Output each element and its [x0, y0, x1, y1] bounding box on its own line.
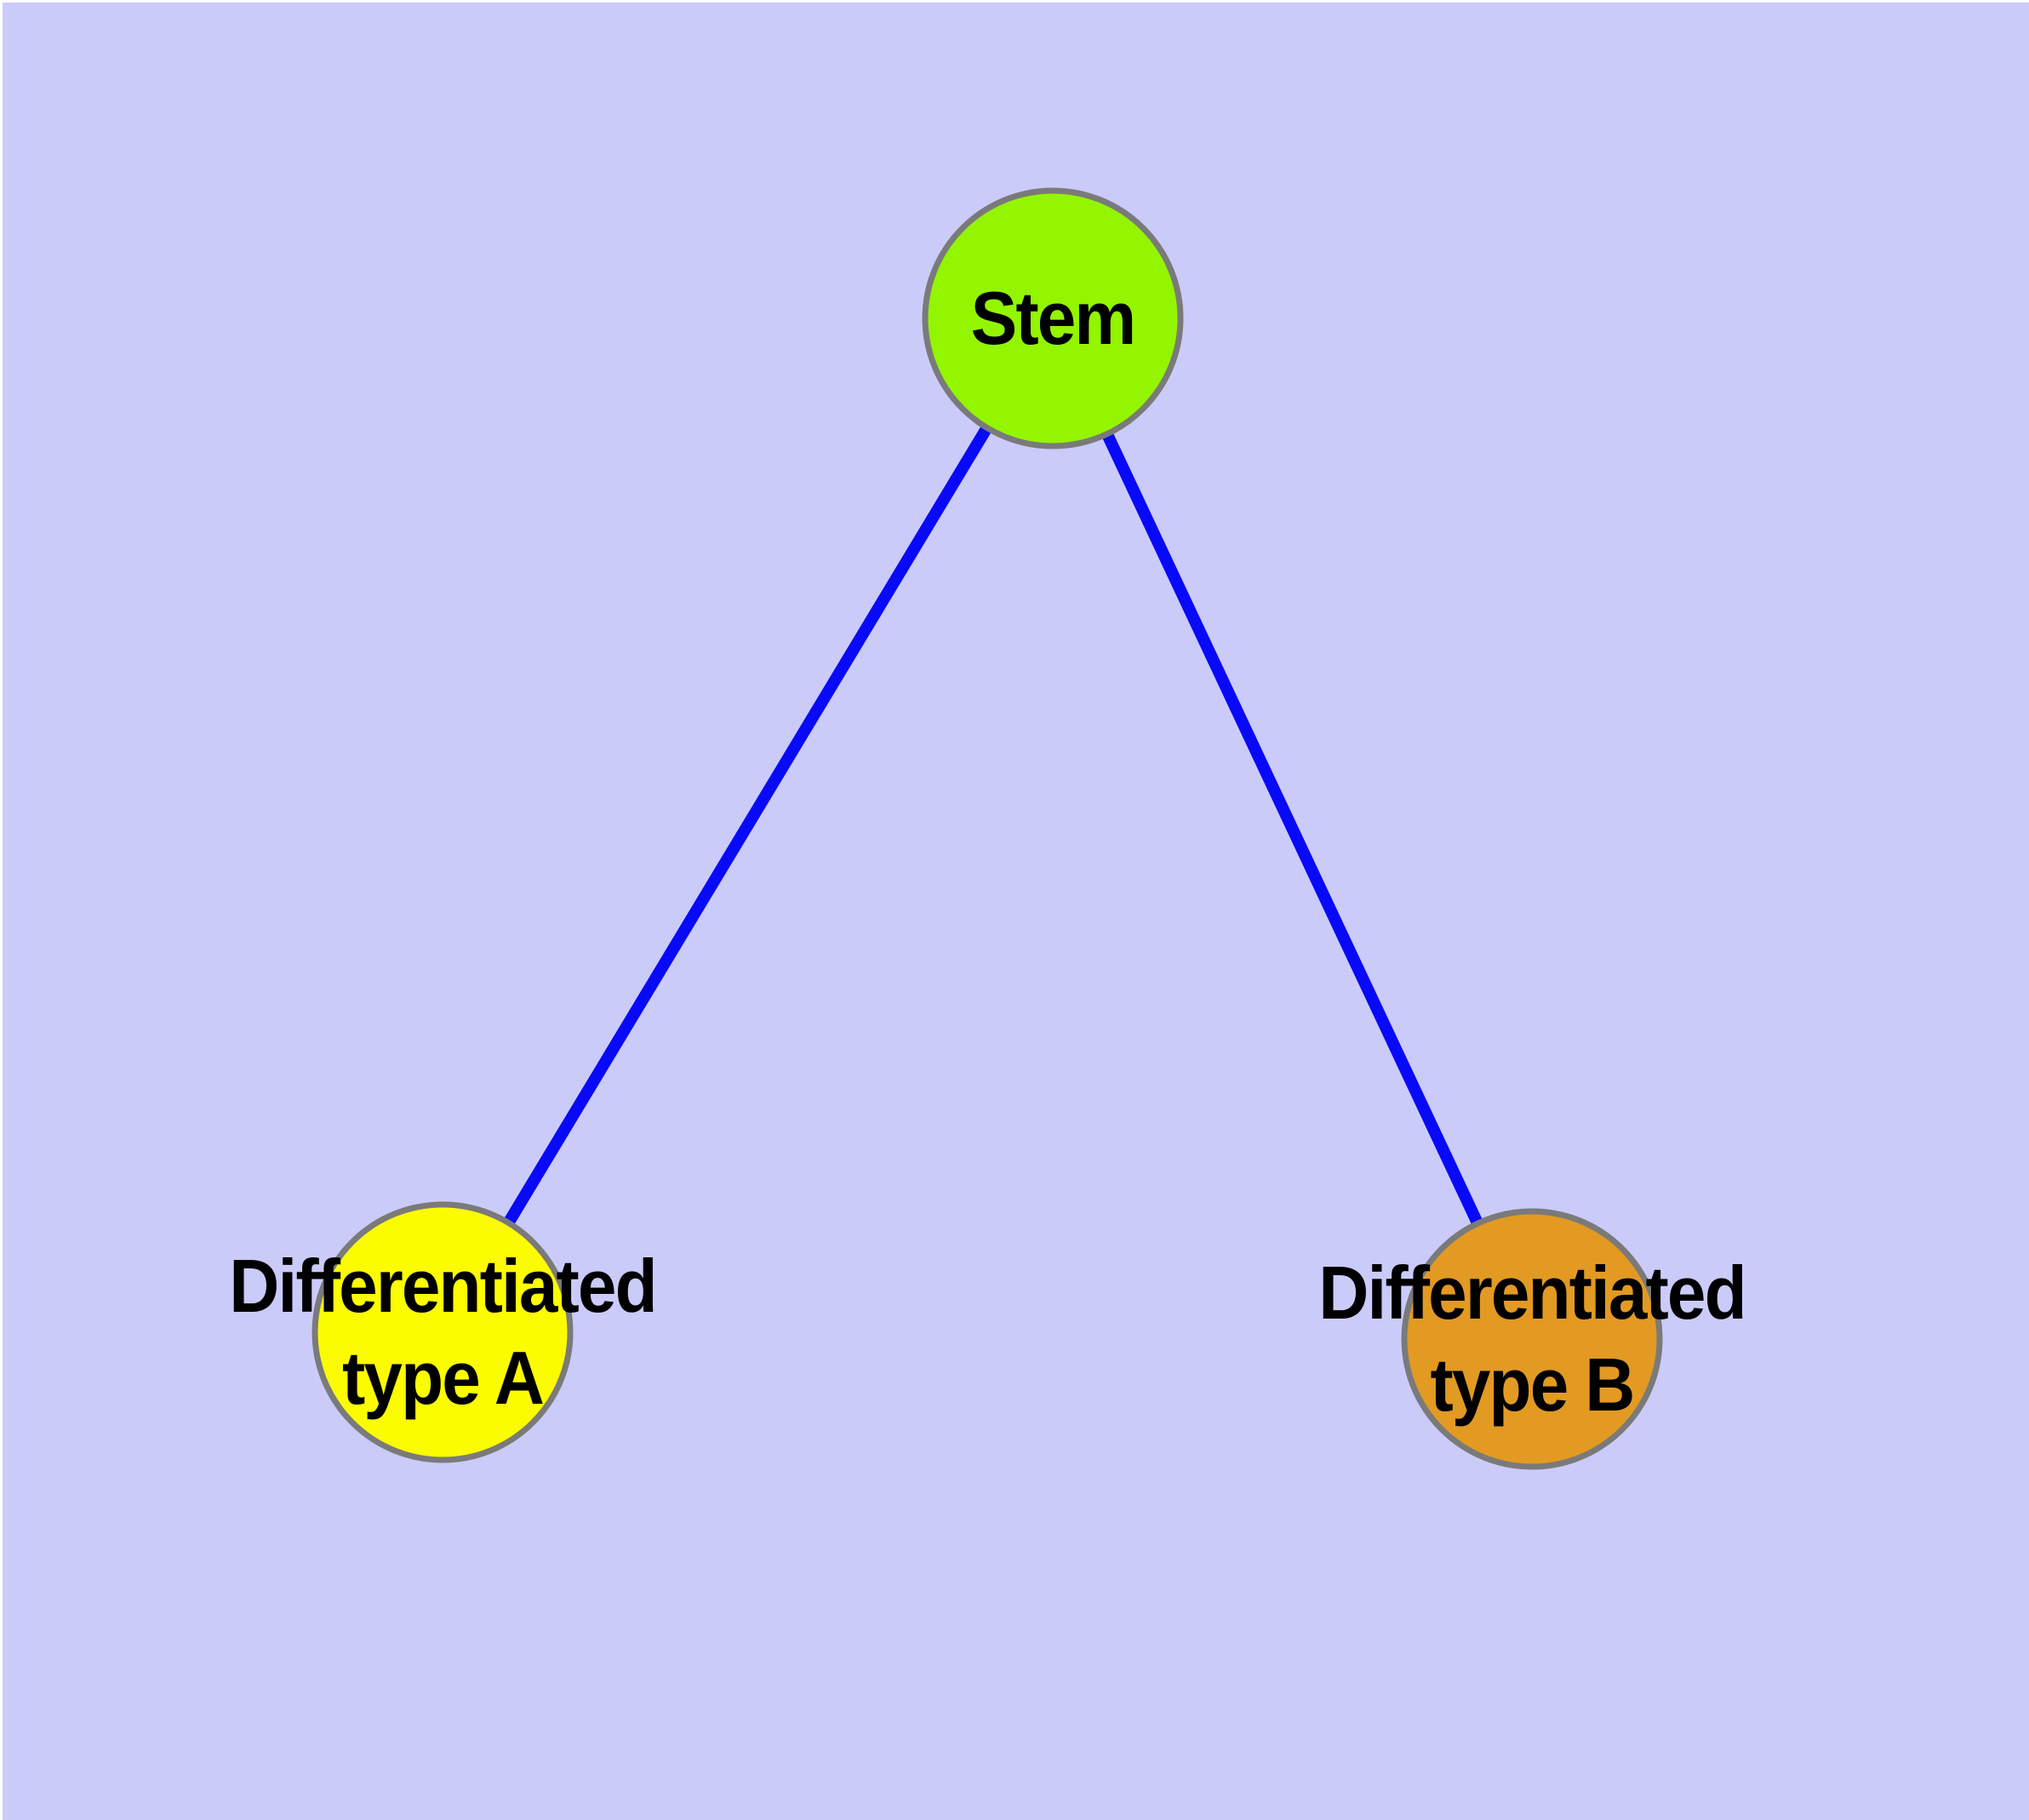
edge-stem-to-type-b: [1047, 316, 1538, 1342]
node-differentiated-type-b-circle: [1401, 1208, 1663, 1470]
canvas-left-margin: [0, 0, 3, 1820]
canvas-top-margin: [0, 0, 2029, 3]
node-stem-circle: [922, 187, 1184, 449]
node-differentiated-type-a-circle: [311, 1201, 574, 1463]
edge-stem-to-type-a: [437, 315, 1058, 1336]
